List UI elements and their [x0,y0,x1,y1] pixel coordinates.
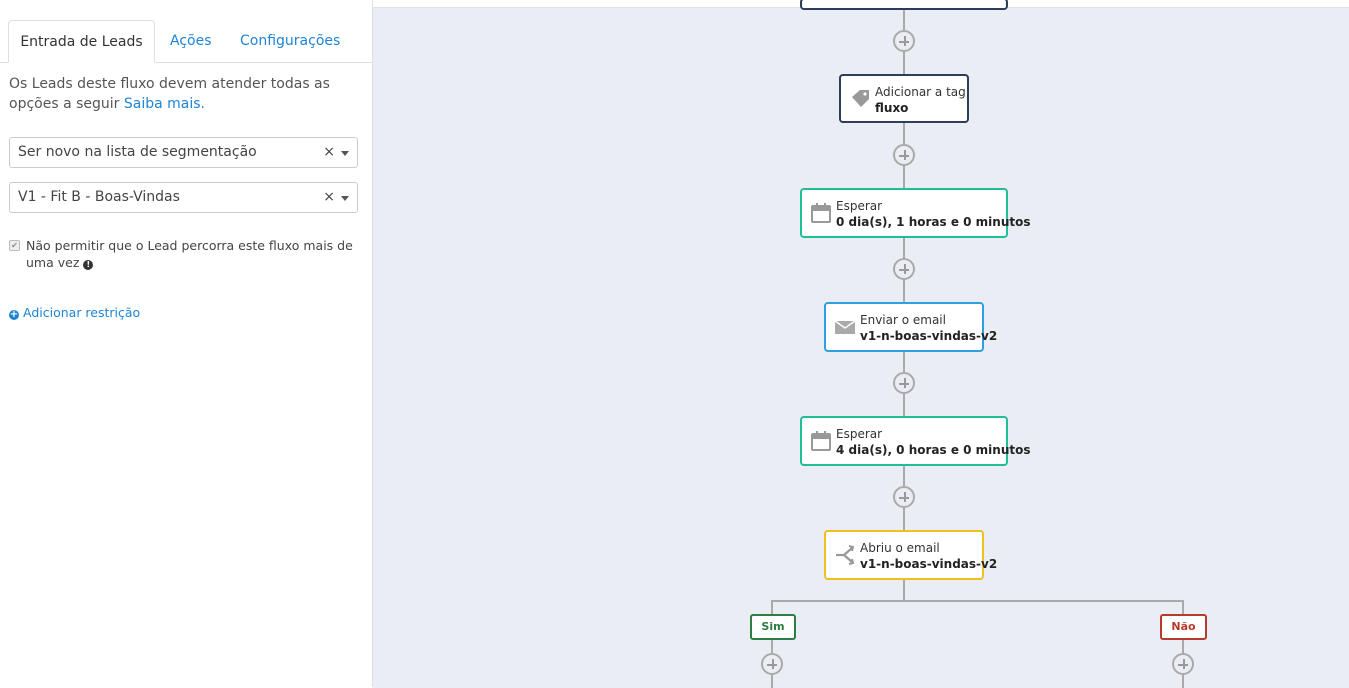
list-filter-select[interactable]: V1 - Fit B - Boas-Vindas × [9,182,358,213]
node-value: fluxo [875,101,909,115]
tab-entrada-de-leads[interactable]: Entrada de Leads [8,20,155,63]
plus-circle-icon: + [9,309,19,320]
tab-configuracoes[interactable]: Configurações [240,33,341,49]
condition-node[interactable]: Abriu o email v1-n-boas-vindas-v2 [824,530,997,580]
node-label: Adicionar a tag [875,85,966,99]
branch-line [771,600,1184,602]
add-step-button-yes[interactable] [761,653,783,675]
envelope-icon [834,320,856,334]
node-value: 4 dia(s), 0 horas e 0 minutos [836,443,1031,457]
add-restriction-label: Adicionar restrição [23,305,141,320]
select-value: Ser novo na lista de segmentação [18,144,257,160]
node-label: Abriu o email [860,541,940,555]
branch-icon [836,545,855,565]
branch-line-no [1182,600,1184,614]
add-step-button[interactable] [893,372,915,394]
previous-node[interactable] [800,0,1008,10]
branch-line-yes [771,600,773,614]
tab-bar: Entrada de Leads Ações Configurações [0,20,372,63]
description-text: Os Leads deste fluxo devem atender todas… [9,76,330,112]
calendar-icon [811,203,831,223]
calendar-icon [811,431,831,451]
node-label: Enviar o email [860,313,946,327]
node-label: Esperar [836,199,883,213]
add-step-button[interactable] [893,144,915,166]
add-step-button[interactable] [893,30,915,52]
segmentation-filter-select[interactable]: Ser novo na lista de segmentação × [9,137,358,168]
flow-canvas[interactable]: Adicionar a tag fluxo Esperar 0 dia(s), … [373,0,1349,688]
node-value: 0 dia(s), 1 horas e 0 minutos [836,215,1031,229]
info-icon[interactable]: ! [83,260,94,270]
clear-icon[interactable]: × [323,144,335,160]
wait-node[interactable]: Esperar 0 dia(s), 1 horas e 0 minutos [800,188,1031,238]
send-email-node[interactable]: Enviar o email v1-n-boas-vindas-v2 [824,302,997,352]
repeat-lead-label: Não permitir que o Lead percorra este fl… [26,238,353,270]
chevron-down-icon[interactable] [341,151,349,156]
add-step-button[interactable] [893,486,915,508]
description: Os Leads deste fluxo devem atender todas… [9,74,354,114]
node-label: Esperar [836,427,883,441]
node-value: v1-n-boas-vindas-v2 [860,557,998,571]
connector-line [903,579,905,601]
repeat-lead-option: ✔ Não permitir que o Lead percorra este … [9,237,354,271]
node-value: v1-n-boas-vindas-v2 [860,329,998,343]
add-tag-node[interactable]: Adicionar a tag fluxo [839,74,969,123]
wait-node[interactable]: Esperar 4 dia(s), 0 horas e 0 minutos [800,416,1031,466]
clear-icon[interactable]: × [323,189,335,205]
select-value: V1 - Fit B - Boas-Vindas [18,189,180,205]
branch-yes-label[interactable]: Sim [750,614,796,640]
tab-acoes[interactable]: Ações [170,33,212,49]
saiba-mais-link[interactable]: Saiba mais. [123,96,205,112]
chevron-down-icon[interactable] [341,196,349,201]
add-step-button[interactable] [893,258,915,280]
add-step-button-no[interactable] [1172,653,1194,675]
branch-no-label[interactable]: Não [1160,614,1207,640]
repeat-lead-checkbox[interactable]: ✔ [9,240,20,251]
tag-icon [852,89,869,107]
left-panel: Entrada de Leads Ações Configurações Os … [0,0,373,687]
add-restriction-link[interactable]: + Adicionar restrição [9,305,140,320]
